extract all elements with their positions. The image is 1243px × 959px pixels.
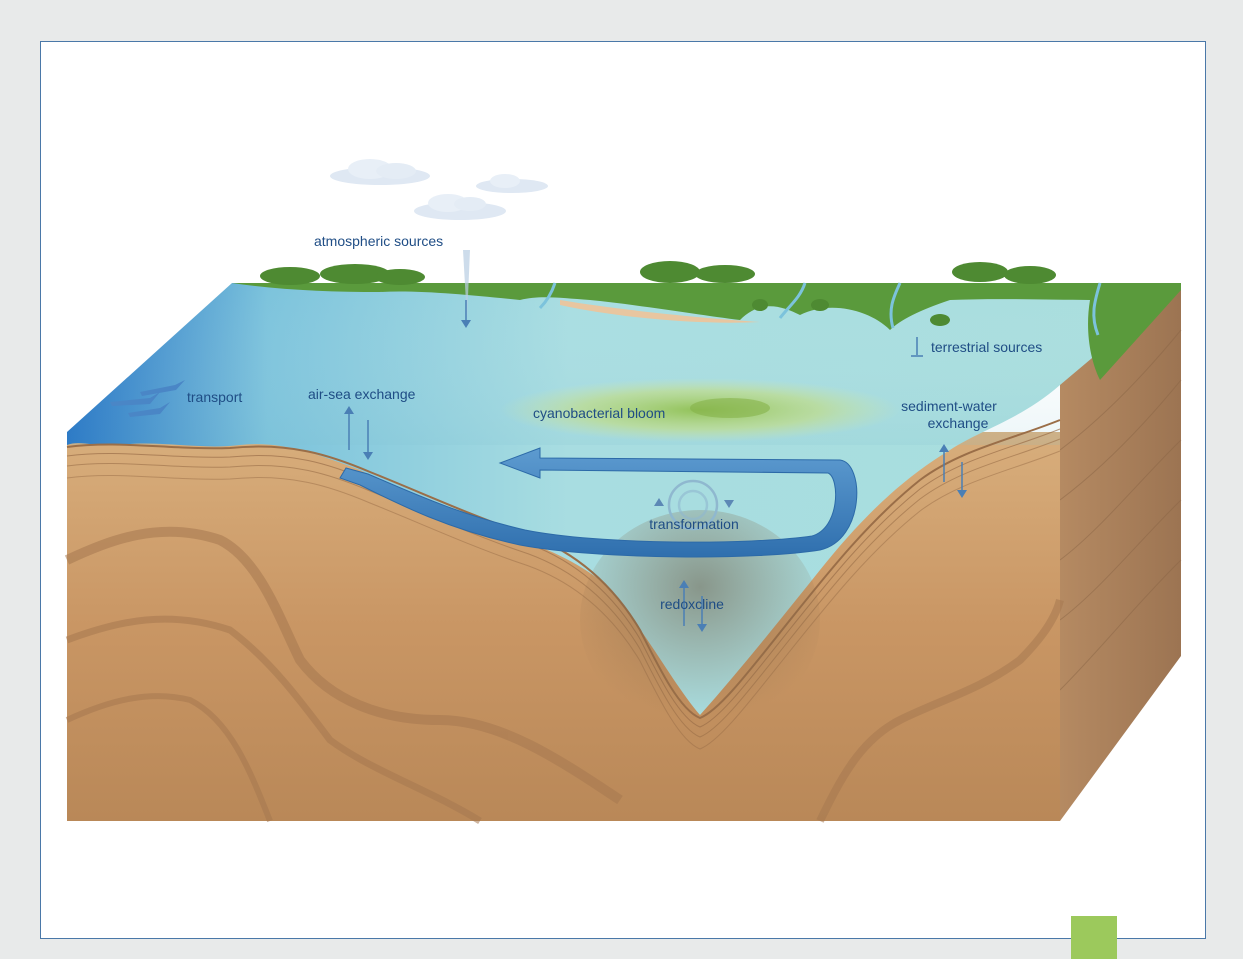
vegetation xyxy=(260,261,1056,326)
label-transport: transport xyxy=(187,389,242,405)
air-sea-arrows xyxy=(344,406,373,460)
transformation-cycle-icon xyxy=(667,479,719,531)
sediment-layers xyxy=(64,526,1064,824)
redoxcline-arrows xyxy=(679,580,707,632)
label-cyanobacterial-bloom: cyanobacterial bloom xyxy=(533,405,665,421)
block-side-face xyxy=(1060,283,1181,821)
clouds xyxy=(330,159,548,220)
label-transformation: transformation xyxy=(649,516,738,532)
label-terrestrial-sources: terrestrial sources xyxy=(931,339,1042,355)
label-exchange: exchange xyxy=(928,415,989,431)
transformation-arrows xyxy=(654,498,734,508)
corner-accent-square xyxy=(1071,916,1117,959)
label-redoxcline: redoxcline xyxy=(660,596,724,612)
label-air-sea-exchange: air-sea exchange xyxy=(308,386,416,402)
land-strip xyxy=(232,283,1181,380)
transport-arrows xyxy=(110,380,185,417)
label-atmospheric-sources: atmospheric sources xyxy=(314,233,443,249)
rivers xyxy=(538,282,1102,336)
terrestrial-arrow xyxy=(911,337,923,357)
atmospheric-arrow xyxy=(461,250,471,328)
circulation-arrow xyxy=(339,447,858,558)
sediment-water-arrows xyxy=(939,444,967,498)
label-sediment-water: sediment-water xyxy=(901,398,997,414)
